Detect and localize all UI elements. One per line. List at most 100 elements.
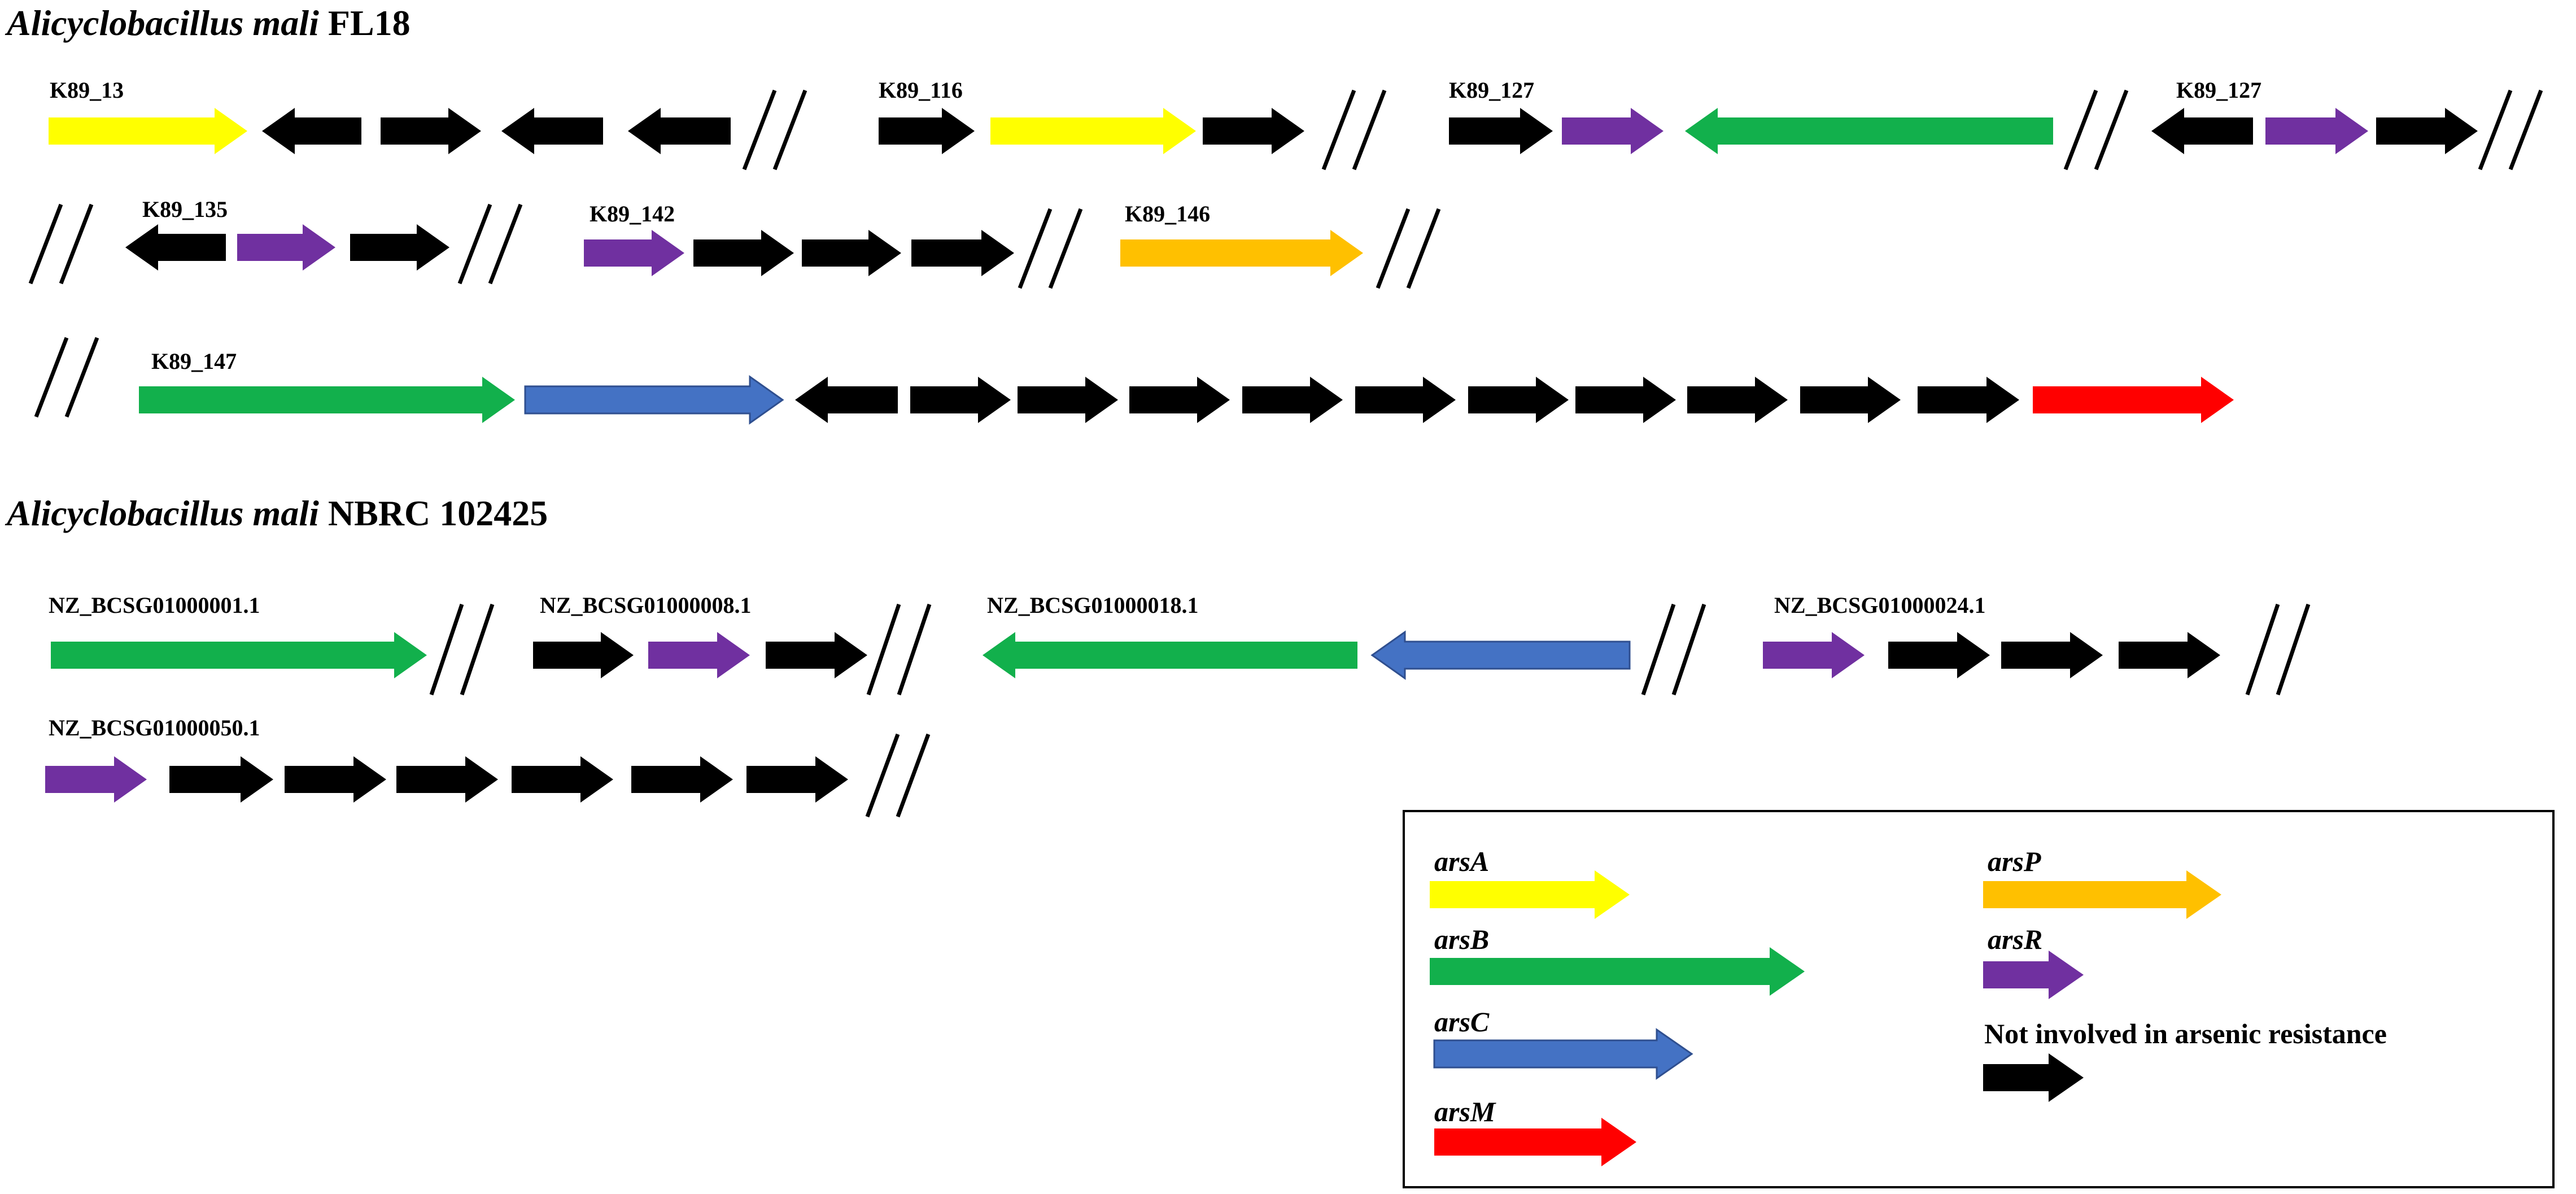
gene-arrow-other — [1918, 377, 2019, 423]
gene-arrow-other — [802, 230, 901, 276]
gene-arrow-arsR — [648, 632, 750, 678]
gene-arrow-other — [125, 224, 226, 271]
contig-break — [34, 337, 99, 418]
panel-2-strain: NBRC 102425 — [328, 493, 548, 533]
contig-break — [2478, 89, 2543, 171]
gene-arrow-arsC — [1433, 1028, 1693, 1080]
gene-arrow-other — [501, 108, 603, 154]
gene-arrow-other — [396, 756, 498, 803]
gene-arrow-arsB — [1430, 947, 1805, 996]
gene-arrow-other — [1687, 377, 1788, 423]
contig-label: K89_13 — [50, 77, 124, 103]
gene-arrow-arsR — [1562, 108, 1664, 154]
gene-arrow-other — [169, 756, 273, 803]
gene-arrow-arsM — [2033, 377, 2234, 423]
gene-arrow-other — [2119, 632, 2220, 678]
gene-arrow-other — [1575, 377, 1676, 423]
gene-arrow-arsA — [990, 108, 1196, 154]
contig-label: K89_116 — [879, 77, 963, 103]
panel-1-species: Alicyclobacillus mali — [5, 3, 319, 43]
gene-arrow-other — [381, 108, 481, 154]
contig-label: K89_127 — [1449, 77, 1534, 103]
gene-arrow-other — [1203, 108, 1304, 154]
panel-1-strain: FL18 — [328, 3, 411, 43]
gene-arrow-other — [1468, 377, 1569, 423]
gene-arrow-arsB — [1685, 108, 2053, 154]
gene-arrow-other — [2001, 632, 2103, 678]
gene-arrow-arsC — [524, 375, 784, 425]
contig-break — [28, 203, 94, 285]
gene-arrow-arsB — [139, 377, 515, 423]
gene-arrow-arsA — [1430, 870, 1630, 919]
gene-arrow-other — [350, 224, 449, 271]
contig-label: K89_142 — [590, 201, 675, 226]
gene-arrow-other — [911, 230, 1014, 276]
contig-label: K89_146 — [1125, 201, 1210, 226]
legend-label-arsA: arsA — [1434, 846, 1489, 877]
gene-arrow-other — [910, 377, 1011, 423]
contig-break — [1018, 208, 1083, 289]
contig-label: K89_147 — [151, 348, 237, 374]
gene-arrow-other — [285, 756, 386, 803]
gene-arrow-other — [2376, 108, 2478, 154]
contig-label: NZ_BCSG01000001.1 — [49, 592, 260, 618]
gene-arrow-other — [746, 756, 848, 803]
gene-arrow-other — [628, 108, 731, 154]
gene-arrow-other — [533, 632, 634, 678]
contig-break — [865, 733, 931, 818]
panel-2-title: Alicyclobacillus mali NBRC 102425 — [5, 493, 548, 533]
contig-label: NZ_BCSG01000018.1 — [987, 592, 1199, 618]
contig-label: NZ_BCSG01000008.1 — [540, 592, 752, 618]
legend-label-other: Not involved in arsenic resistance — [1984, 1018, 2387, 1049]
contig-label: NZ_BCSG01000050.1 — [49, 715, 260, 740]
legend-label-arsP: arsP — [1988, 846, 2041, 877]
gene-arrow-arsR — [1983, 951, 2084, 999]
contig-break — [429, 603, 495, 696]
gene-arrow-other — [262, 108, 361, 154]
gene-arrow-arsP — [1983, 870, 2221, 919]
legend-label-arsM: arsM — [1434, 1096, 1496, 1127]
legend: arsA arsB arsC arsM arsP arsR Not involv… — [1403, 810, 2555, 1188]
gene-arrow-arsR — [1763, 632, 1865, 678]
gene-arrow-other — [1355, 377, 1456, 423]
gene-arrow-other — [1129, 377, 1230, 423]
gene-arrow-arsR — [2265, 108, 2368, 154]
gene-arrow-arsM — [1434, 1118, 1636, 1166]
contig-break — [1376, 208, 1441, 289]
contig-break — [742, 89, 807, 171]
gene-arrow-other — [1449, 108, 1553, 154]
legend-arrows — [1430, 870, 2221, 1166]
contig-break — [457, 203, 523, 285]
contig-label: NZ_BCSG01000024.1 — [1774, 592, 1986, 618]
contig-break — [866, 603, 932, 696]
contig-break — [2063, 89, 2129, 171]
gene-arrow-other — [1888, 632, 1990, 678]
gene-arrow-other — [1800, 377, 1901, 423]
gene-arrow-other — [512, 756, 613, 803]
gene-arrow-other — [1018, 377, 1118, 423]
gene-arrow-arsR — [45, 756, 147, 803]
gene-arrow-arsP — [1120, 230, 1363, 276]
gene-arrow-other — [693, 230, 794, 276]
contig-break — [1321, 89, 1387, 171]
gene-arrow-other — [2151, 108, 2253, 154]
gene-arrow-arsR — [584, 230, 684, 276]
panel-2-genes — [45, 630, 2220, 803]
gene-arrow-other — [879, 108, 975, 154]
contig-break — [1641, 603, 1706, 696]
gene-arrow-arsB — [983, 632, 1357, 678]
legend-label-arsR: arsR — [1988, 923, 2042, 955]
gene-arrow-arsR — [237, 224, 335, 271]
gene-arrow-other — [795, 377, 898, 423]
legend-label-arsB: arsB — [1434, 923, 1489, 955]
gene-arrow-arsC — [1370, 630, 1631, 680]
contig-label: K89_135 — [142, 197, 228, 222]
gene-arrow-other — [1983, 1053, 2084, 1102]
contig-label: K89_127 — [2176, 77, 2261, 103]
contig-break — [2245, 603, 2311, 696]
gene-arrow-other — [766, 632, 867, 678]
gene-arrow-other — [631, 756, 733, 803]
panel-2-species: Alicyclobacillus mali — [5, 493, 319, 533]
panel-1-title: Alicyclobacillus mali FL18 — [5, 3, 411, 43]
